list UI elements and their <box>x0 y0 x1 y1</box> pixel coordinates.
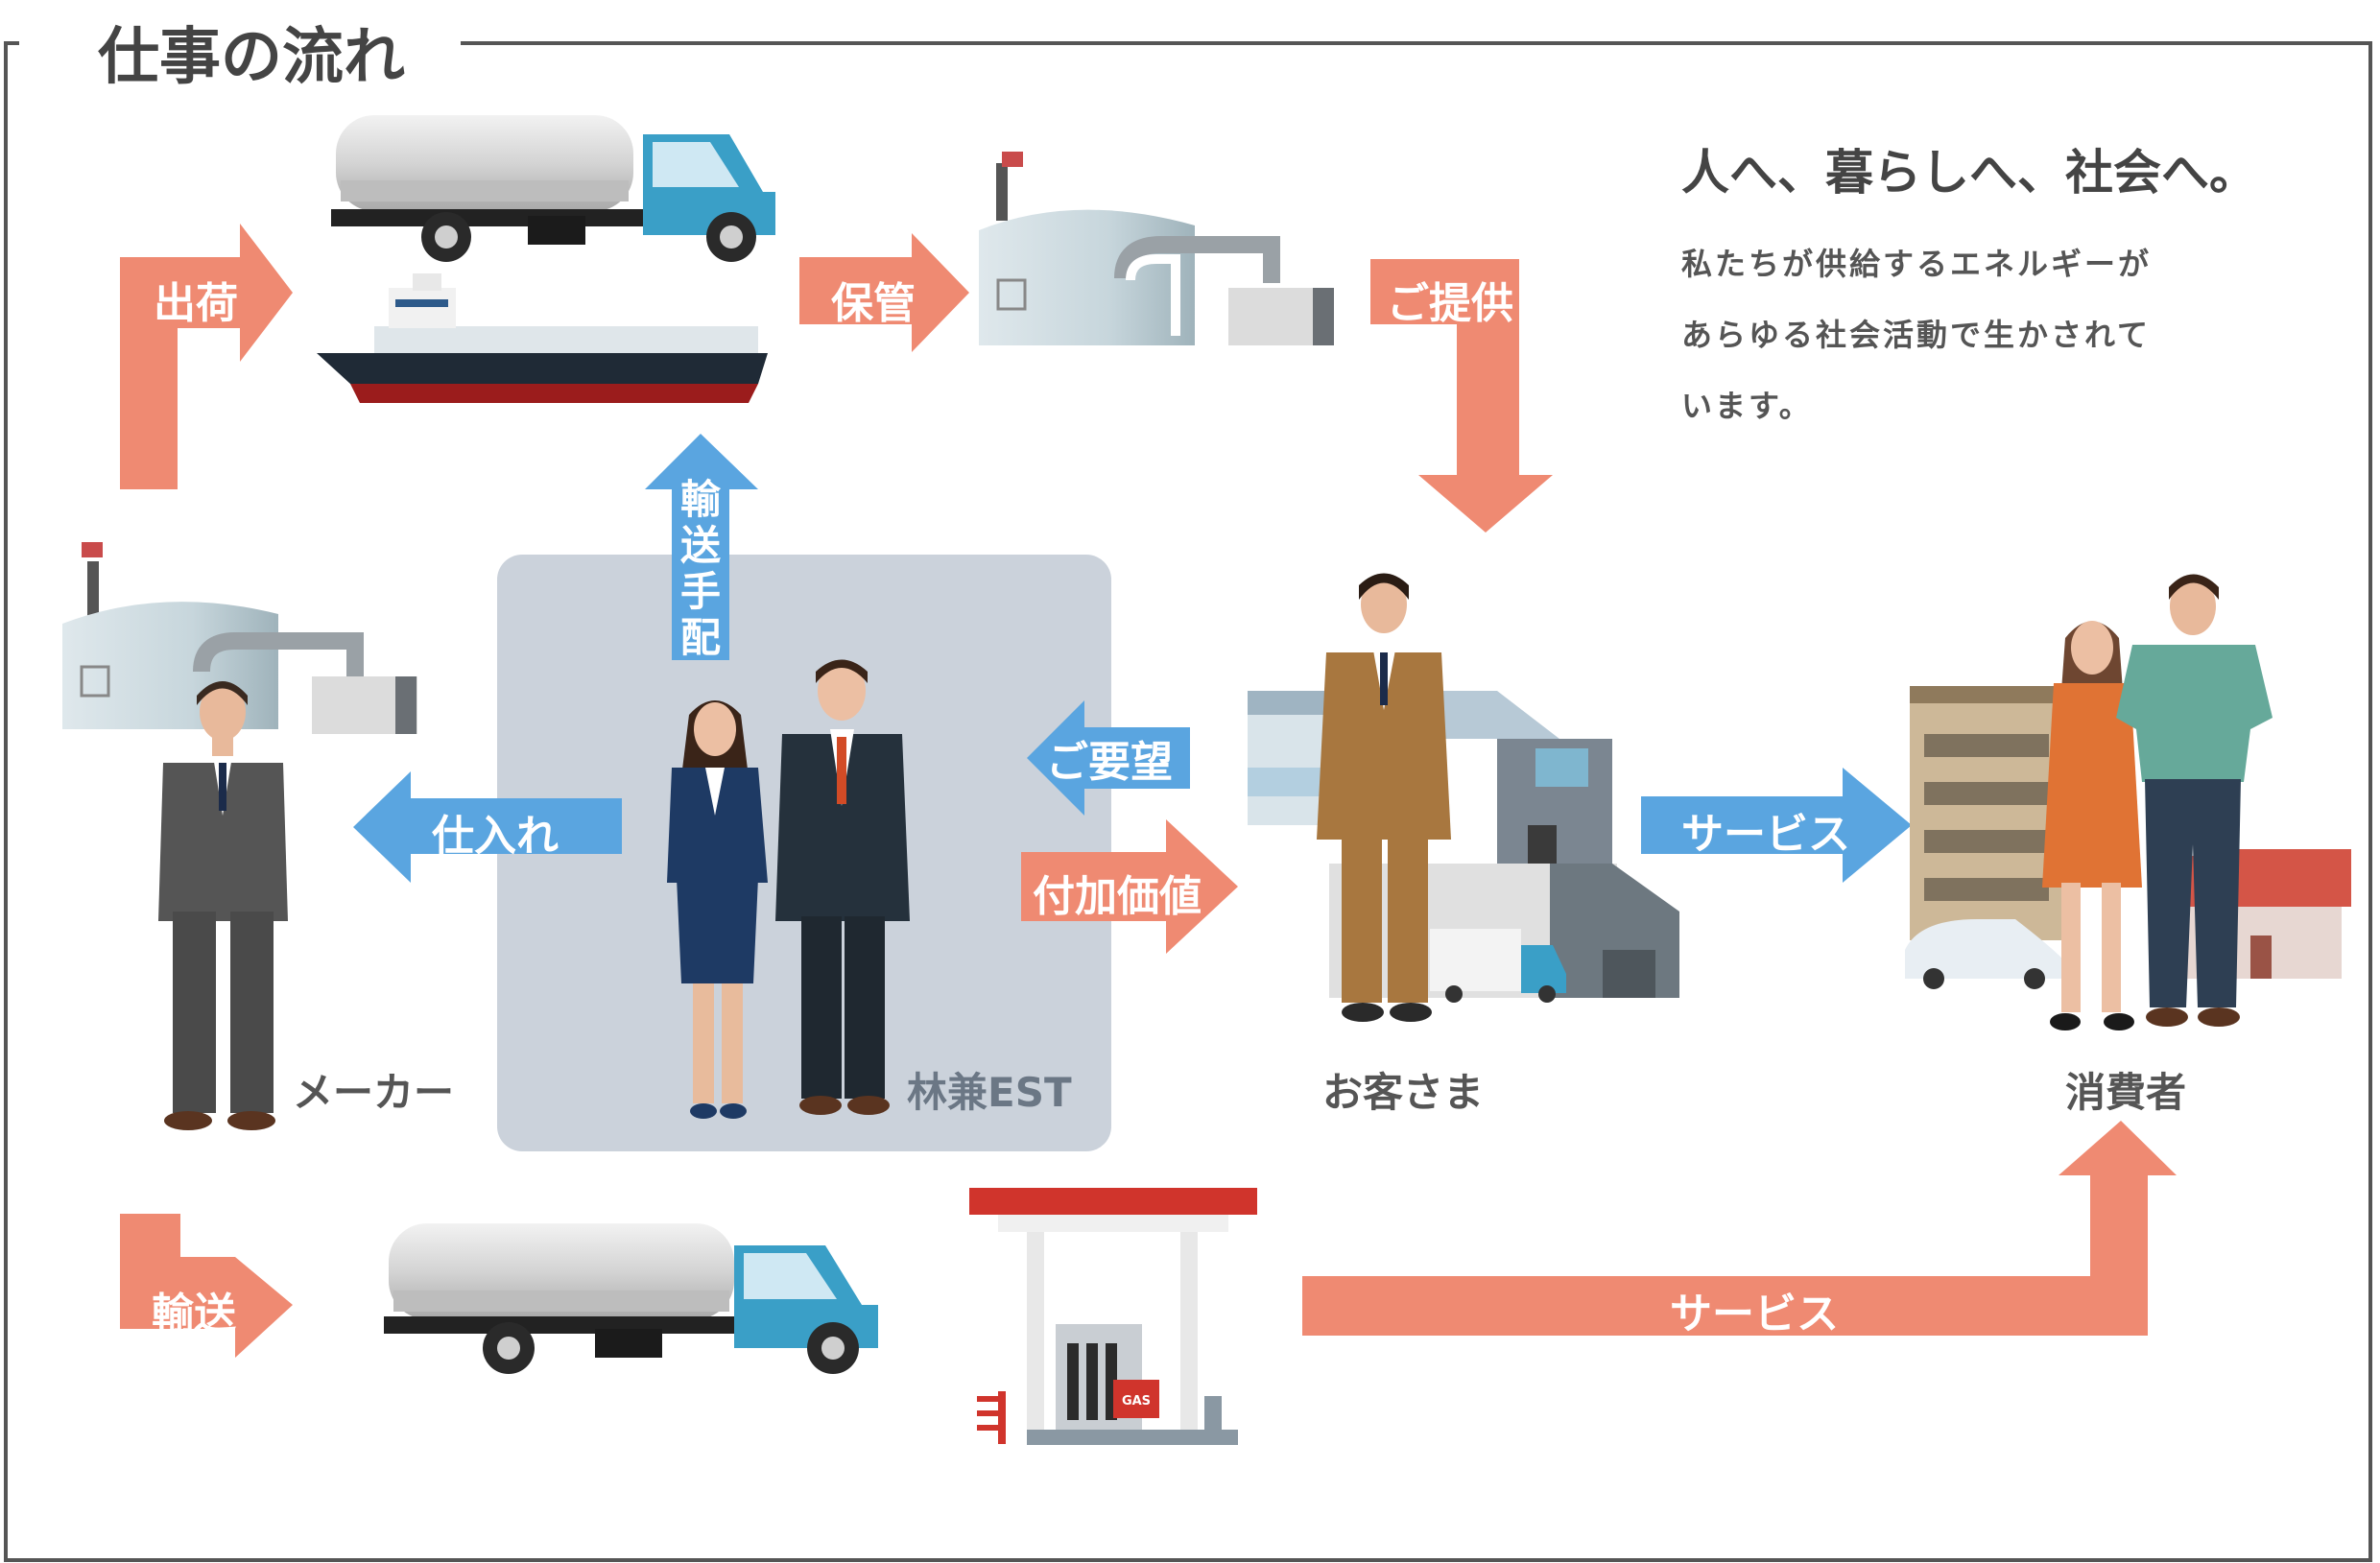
description-line-3: います。 <box>1681 388 1813 424</box>
storage-tank-top <box>979 152 1334 345</box>
service-bottom-label: サービス <box>1670 1290 1839 1338</box>
transport-arrange-arrow <box>645 434 758 660</box>
supply-arrow <box>1370 259 1553 533</box>
purchase-label: 仕入れ <box>432 812 559 861</box>
transport-arrange-label: 輸 送 手 配 <box>672 477 729 661</box>
maker-person <box>158 681 288 1130</box>
tanker-truck-top <box>331 115 775 262</box>
gas-sign-text: GAS <box>1122 1394 1151 1409</box>
transport-arrange-char: 送 <box>679 522 721 569</box>
transport-label: 輸送 <box>152 1290 236 1338</box>
service-bottom-arrow <box>1302 1121 2177 1336</box>
consumer-man <box>2116 574 2273 1027</box>
storage-label: 保管 <box>831 279 916 328</box>
value-added-arrow <box>1021 819 1238 954</box>
company-label: 林兼EST <box>907 1069 1072 1116</box>
maker-label: メーカー <box>293 1069 455 1116</box>
gas-station: GAS <box>969 1188 1257 1445</box>
factory <box>1248 691 1679 1003</box>
tanker-ship <box>317 273 768 403</box>
value-added-label: 付加価値 <box>1033 872 1202 921</box>
description-line-2: あらゆる社会活動で生かされて <box>1681 317 2152 353</box>
consumer-label: 消費者 <box>2065 1069 2187 1116</box>
transport-arrange-char: 手 <box>679 568 721 615</box>
storage-arrow <box>799 233 969 352</box>
transport-arrange-char: 輸 <box>679 476 721 523</box>
service-top-arrow <box>1641 768 1912 883</box>
section-title: 仕事の流れ <box>81 8 422 96</box>
headline: 人へ、暮らしへ、社会へ。 <box>1681 145 2257 201</box>
description-line-1: 私たちが供給するエネルギーが <box>1681 246 2153 282</box>
transport-arrow <box>120 1214 293 1358</box>
customer-person <box>1317 573 1451 1022</box>
tanker-truck-bottom <box>384 1223 878 1374</box>
transport-arrange-char: 配 <box>679 614 721 661</box>
customer-label: お客さま <box>1322 1069 1485 1116</box>
supply-label: ご提供 <box>1387 279 1513 328</box>
service-top-label: サービス <box>1681 810 1850 859</box>
consumer-woman <box>2042 621 2142 1030</box>
request-label: ご要望 <box>1046 738 1173 787</box>
request-arrow <box>1027 700 1190 816</box>
shipping-label: 出荷 <box>154 279 238 328</box>
est-woman <box>667 700 768 1119</box>
section-frame <box>4 41 2372 1562</box>
purchase-arrow <box>353 771 622 883</box>
est-man <box>775 659 910 1115</box>
shipping-arrow <box>120 224 293 489</box>
